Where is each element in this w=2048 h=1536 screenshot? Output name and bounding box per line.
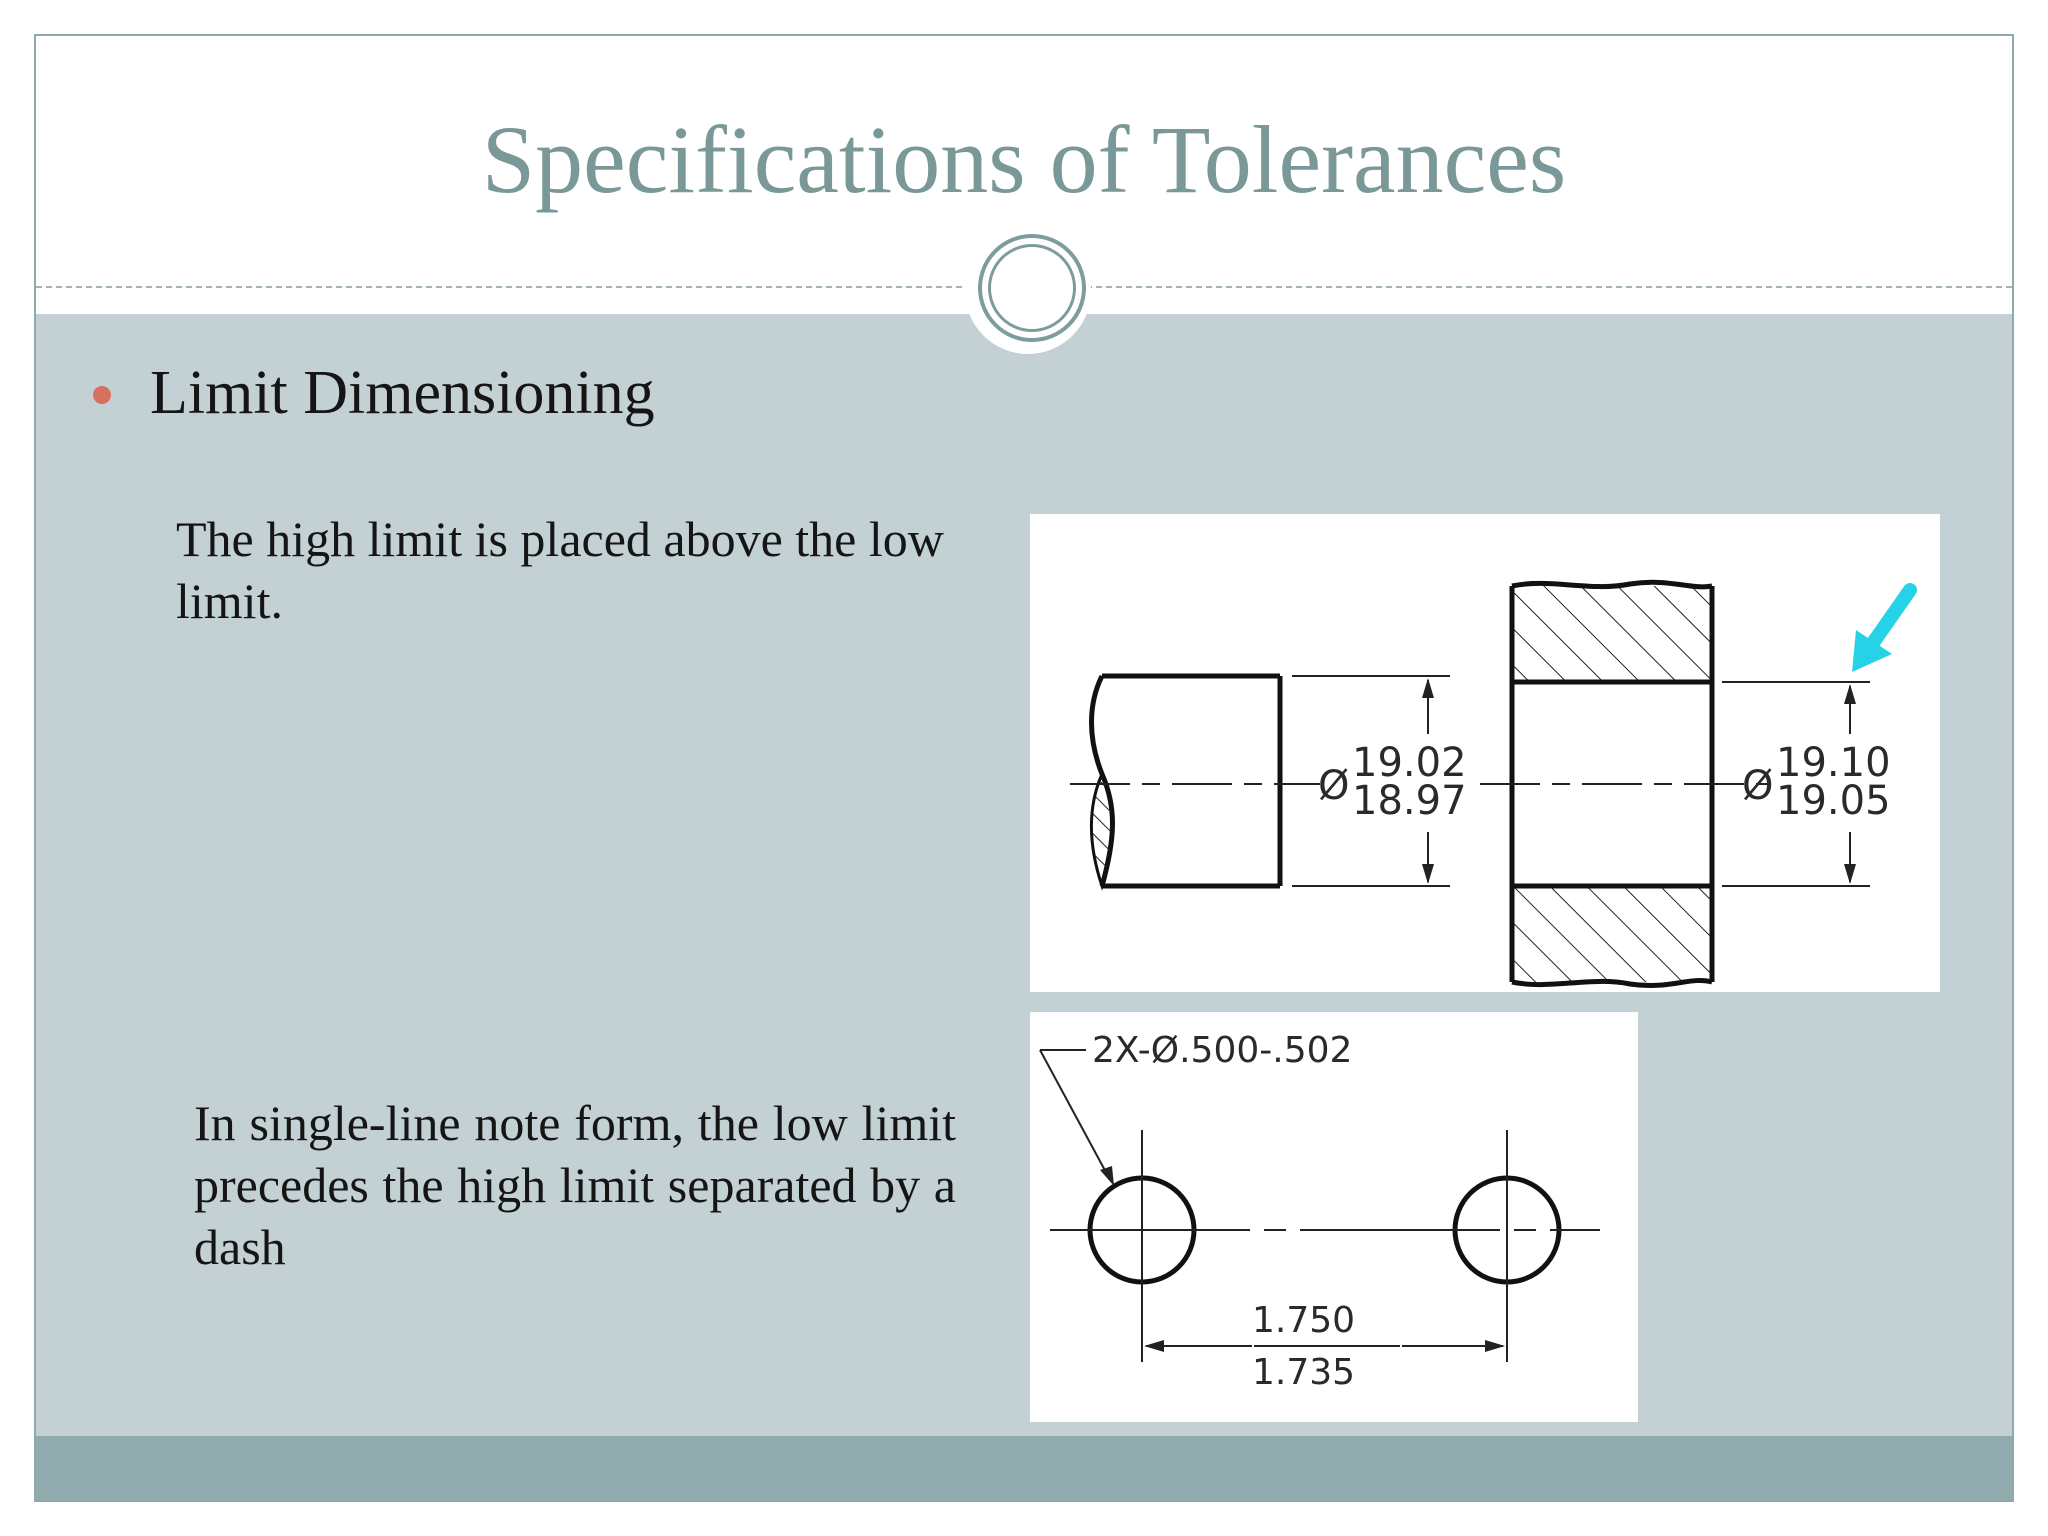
footer-band [36, 1436, 2012, 1500]
hole-upper-limit: 19.10 [1776, 740, 1891, 786]
circle-ornament-icon [978, 234, 1086, 342]
shaft-lower-limit: 18.97 [1352, 778, 1467, 824]
shaft-view: Ø 19.02 18.97 [1070, 673, 1467, 891]
single-line-note-drawing: 2X-Ø.500-.502 1.750 1.735 [1039, 1030, 1600, 1393]
paragraph-single-line-note: In single-line note form, the low limit … [194, 1095, 956, 1275]
hole-view: Ø 19.10 19.05 [1480, 579, 1917, 989]
slide-title: Specifications of Tolerances [481, 106, 1567, 213]
spacing-lower-limit: 1.735 [1252, 1352, 1355, 1393]
spacing-upper-limit: 1.750 [1252, 1300, 1355, 1341]
shaft-upper-limit: 19.02 [1352, 740, 1467, 786]
diameter-symbol-shaft: Ø [1318, 763, 1349, 809]
hole-lower-limit: 19.05 [1776, 778, 1891, 824]
circle-ornament-inner [988, 244, 1076, 332]
figure-single-line-note: 2X-Ø.500-.502 1.750 1.735 [1030, 1012, 1638, 1422]
hole-note-text: 2X-Ø.500-.502 [1092, 1030, 1352, 1071]
figure-limit-dimensions: Ø 19.02 18.97 Ø [1030, 514, 1940, 992]
bullet-heading: Limit Dimensioning [150, 359, 655, 427]
paragraph-high-low-limit: The high limit is placed above the low l… [176, 511, 944, 629]
slide: Specifications of Tolerances Limit Dimen… [34, 34, 2014, 1502]
cyan-arrow-icon [1852, 583, 1917, 672]
bullet-dot-icon [93, 386, 111, 404]
limit-dimension-drawing: Ø 19.02 18.97 Ø [1070, 579, 1917, 989]
diameter-symbol-hole: Ø [1742, 763, 1773, 809]
